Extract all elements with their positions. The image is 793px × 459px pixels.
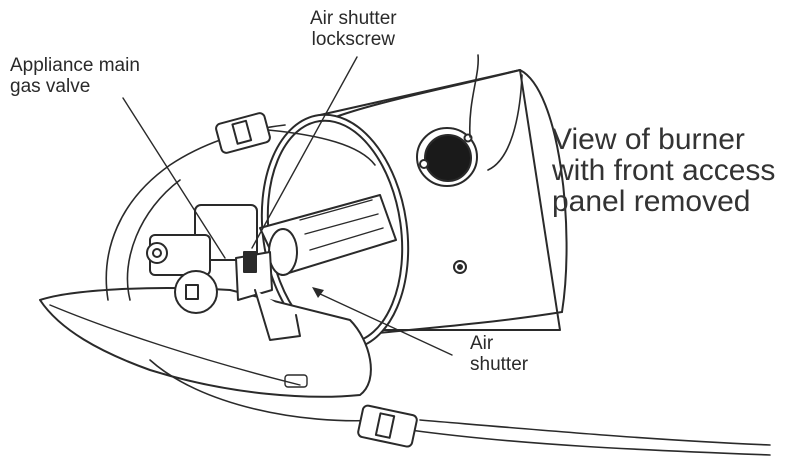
label-line: shutter — [470, 354, 529, 375]
connector-upper — [215, 112, 271, 154]
callout-leaders — [122, 56, 453, 356]
caption-line: View of burner — [552, 123, 745, 156]
label-line: lockscrew — [311, 29, 395, 50]
leader-gas-valve — [122, 97, 226, 259]
caption-line: panel removed — [552, 185, 751, 218]
leader-air-shutter — [317, 292, 453, 356]
label-line: gas valve — [10, 76, 91, 97]
leader-lockscrew — [251, 56, 358, 249]
label-line: Air — [470, 333, 494, 354]
air-shutter-lockscrew-label: Air shutter lockscrew — [310, 8, 397, 50]
burner-tube — [259, 194, 397, 276]
appliance-main-gas-valve-label: Appliance main gas valve — [10, 55, 140, 97]
view-caption: View of burner with front access panel r… — [552, 124, 775, 217]
air-shutter-label: Air shutter — [470, 333, 528, 375]
thermocouple-cap — [416, 54, 523, 187]
label-line: Appliance main — [10, 55, 140, 76]
connector-lower — [357, 404, 418, 448]
label-line: Air shutter — [310, 8, 397, 29]
gas-valve — [146, 204, 301, 341]
caption-line: with front access — [552, 154, 776, 187]
